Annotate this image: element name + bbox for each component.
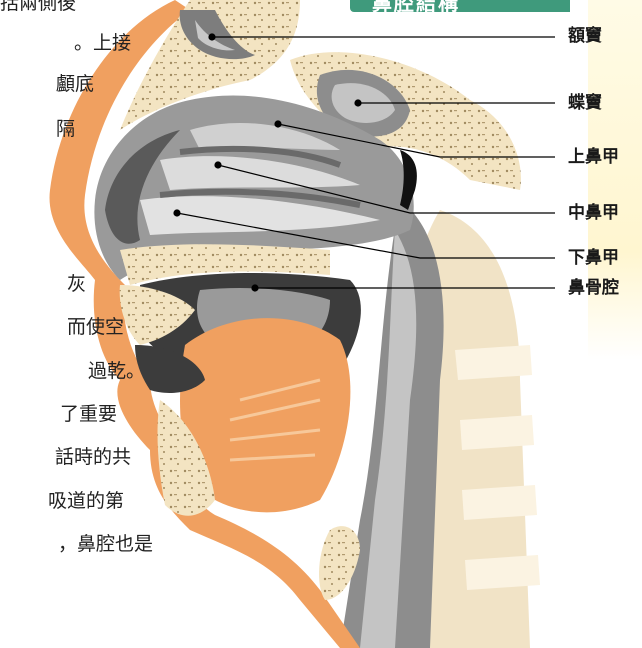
label-nasal-cavity: 鼻骨腔 xyxy=(568,280,619,297)
spine-band-1 xyxy=(455,345,532,380)
body-text-line: 話時的共 xyxy=(55,448,131,467)
body-text-line: 。上接 xyxy=(74,34,131,53)
body-text-line: ，鼻腔也是 xyxy=(58,535,153,554)
leader-dot-superior-turbinate xyxy=(275,121,281,127)
body-text-line: 灰 xyxy=(67,275,86,294)
spine-band-3 xyxy=(462,485,537,520)
body-text-line: 括兩側後 xyxy=(0,0,76,13)
label-inferior-turbinate: 下鼻甲 xyxy=(568,250,619,267)
body-text-line: 了重要 xyxy=(60,405,117,424)
body-text-line: 隔 xyxy=(56,120,75,139)
spine-band-4 xyxy=(465,555,540,590)
leader-dot-nasal-cavity xyxy=(252,285,258,291)
label-frontal-sinus: 額竇 xyxy=(568,28,602,45)
label-sphenoid-sinus: 蝶竇 xyxy=(568,95,602,112)
label-superior-turbinate: 上鼻甲 xyxy=(568,149,619,166)
body-text-line: 顱底 xyxy=(56,75,94,94)
spine-band-2 xyxy=(460,415,534,450)
leader-dot-inferior-turbinate xyxy=(174,210,180,216)
leader-dot-sphenoid-sinus xyxy=(355,100,361,106)
label-middle-turbinate: 中鼻甲 xyxy=(568,205,619,222)
body-text-line: 吸道的第 xyxy=(48,492,124,511)
leader-dot-frontal-sinus xyxy=(209,34,215,40)
body-text-line: 過乾。 xyxy=(88,362,145,381)
body-text-line: 而使空 xyxy=(67,318,124,337)
leader-dot-middle-turbinate xyxy=(215,162,221,168)
